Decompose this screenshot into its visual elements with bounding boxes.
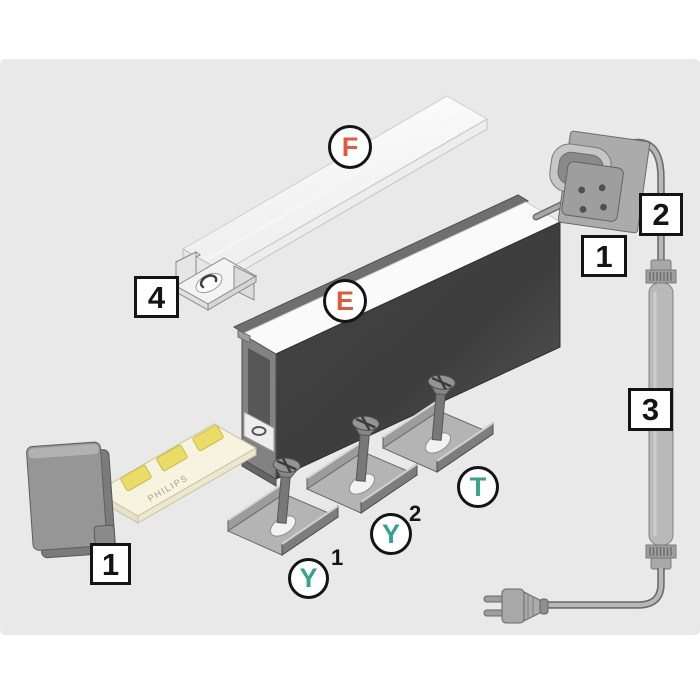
label-bracket-y2: Y [370,513,412,555]
label-cable-endcap-1: 1 [581,235,627,277]
bracket-t [381,374,495,473]
power-cord [546,568,665,609]
label-cover-f: F [328,125,372,169]
label-bracket-y1-sup: 1 [331,545,344,570]
inner-clip [243,411,275,453]
cable-endcap [549,130,651,234]
label-clip-4: 4 [134,276,179,318]
led-chip [156,444,188,472]
led-chip [120,464,152,492]
label-profile-e: E [323,279,367,323]
led-chip [192,424,224,452]
bracket-y2 [305,415,419,514]
label-bracket-y1: Y [288,558,329,599]
endcap [26,441,116,559]
label-bracket-t: T [457,466,499,508]
bracket-screw [427,374,456,441]
euro-plug [483,588,549,624]
label-bracket-y2-sup: 2 [409,501,422,526]
plug-pin [483,595,505,603]
led-strip: PHILIPS [94,423,258,524]
mounting-clip [174,251,258,311]
bracket-screw [272,457,301,524]
bracket-screw [351,415,380,482]
profile-channel [248,348,270,430]
label-driver-3: 3 [628,388,673,431]
bracket-y1 [226,457,340,556]
label-cable-2: 2 [639,193,683,236]
label-endcap-1: 1 [90,543,131,585]
plug-pin [483,609,505,617]
